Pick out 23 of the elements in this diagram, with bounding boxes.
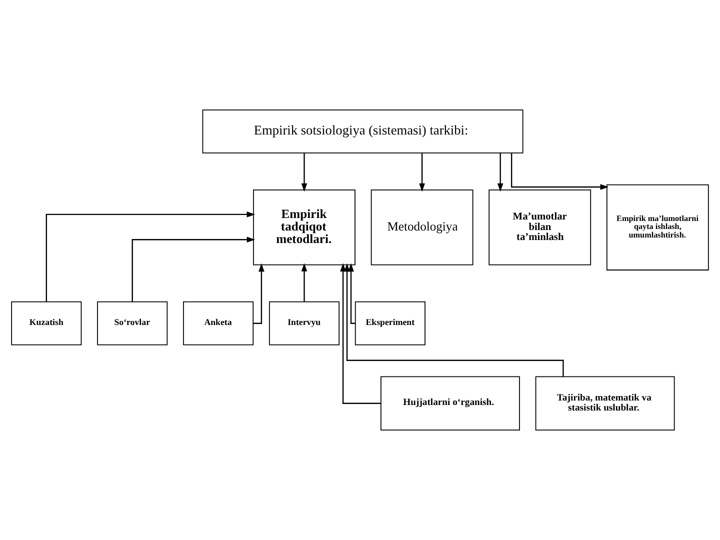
node-box: Kuzatish xyxy=(11,301,82,346)
node-box: Empirik tadqiqot metodlari. xyxy=(253,190,356,266)
arrow xyxy=(419,152,425,192)
arrow xyxy=(340,263,381,404)
node-box: Tajiriba, matematik va stasistik uslublar. xyxy=(535,376,675,430)
node-box: Intervyu xyxy=(268,301,340,346)
node-box: So‘rovlar xyxy=(97,301,168,346)
arrow xyxy=(348,263,356,324)
node-box: Metodologiya xyxy=(370,190,474,266)
arrow xyxy=(510,153,609,190)
arrow xyxy=(344,263,564,377)
node-box: Hujjatlarni o‘rganish. xyxy=(380,376,520,430)
arrow xyxy=(253,263,264,324)
arrow xyxy=(301,263,308,302)
arrow xyxy=(46,212,256,302)
node-box: Ma’umotlar bilan ta’minlash xyxy=(488,190,592,266)
node-box: Empirik ma’lumotlarni qayta ishlash, umumlashtirish. xyxy=(606,184,709,270)
node-box: Empirik sotsiologiya (sistemasi) tarkibi: xyxy=(202,110,524,154)
node-box: Anketa xyxy=(183,301,254,346)
arrow xyxy=(301,152,308,192)
node-box: Eksperiment xyxy=(354,301,426,346)
arrow xyxy=(132,236,256,302)
arrow xyxy=(497,152,504,192)
